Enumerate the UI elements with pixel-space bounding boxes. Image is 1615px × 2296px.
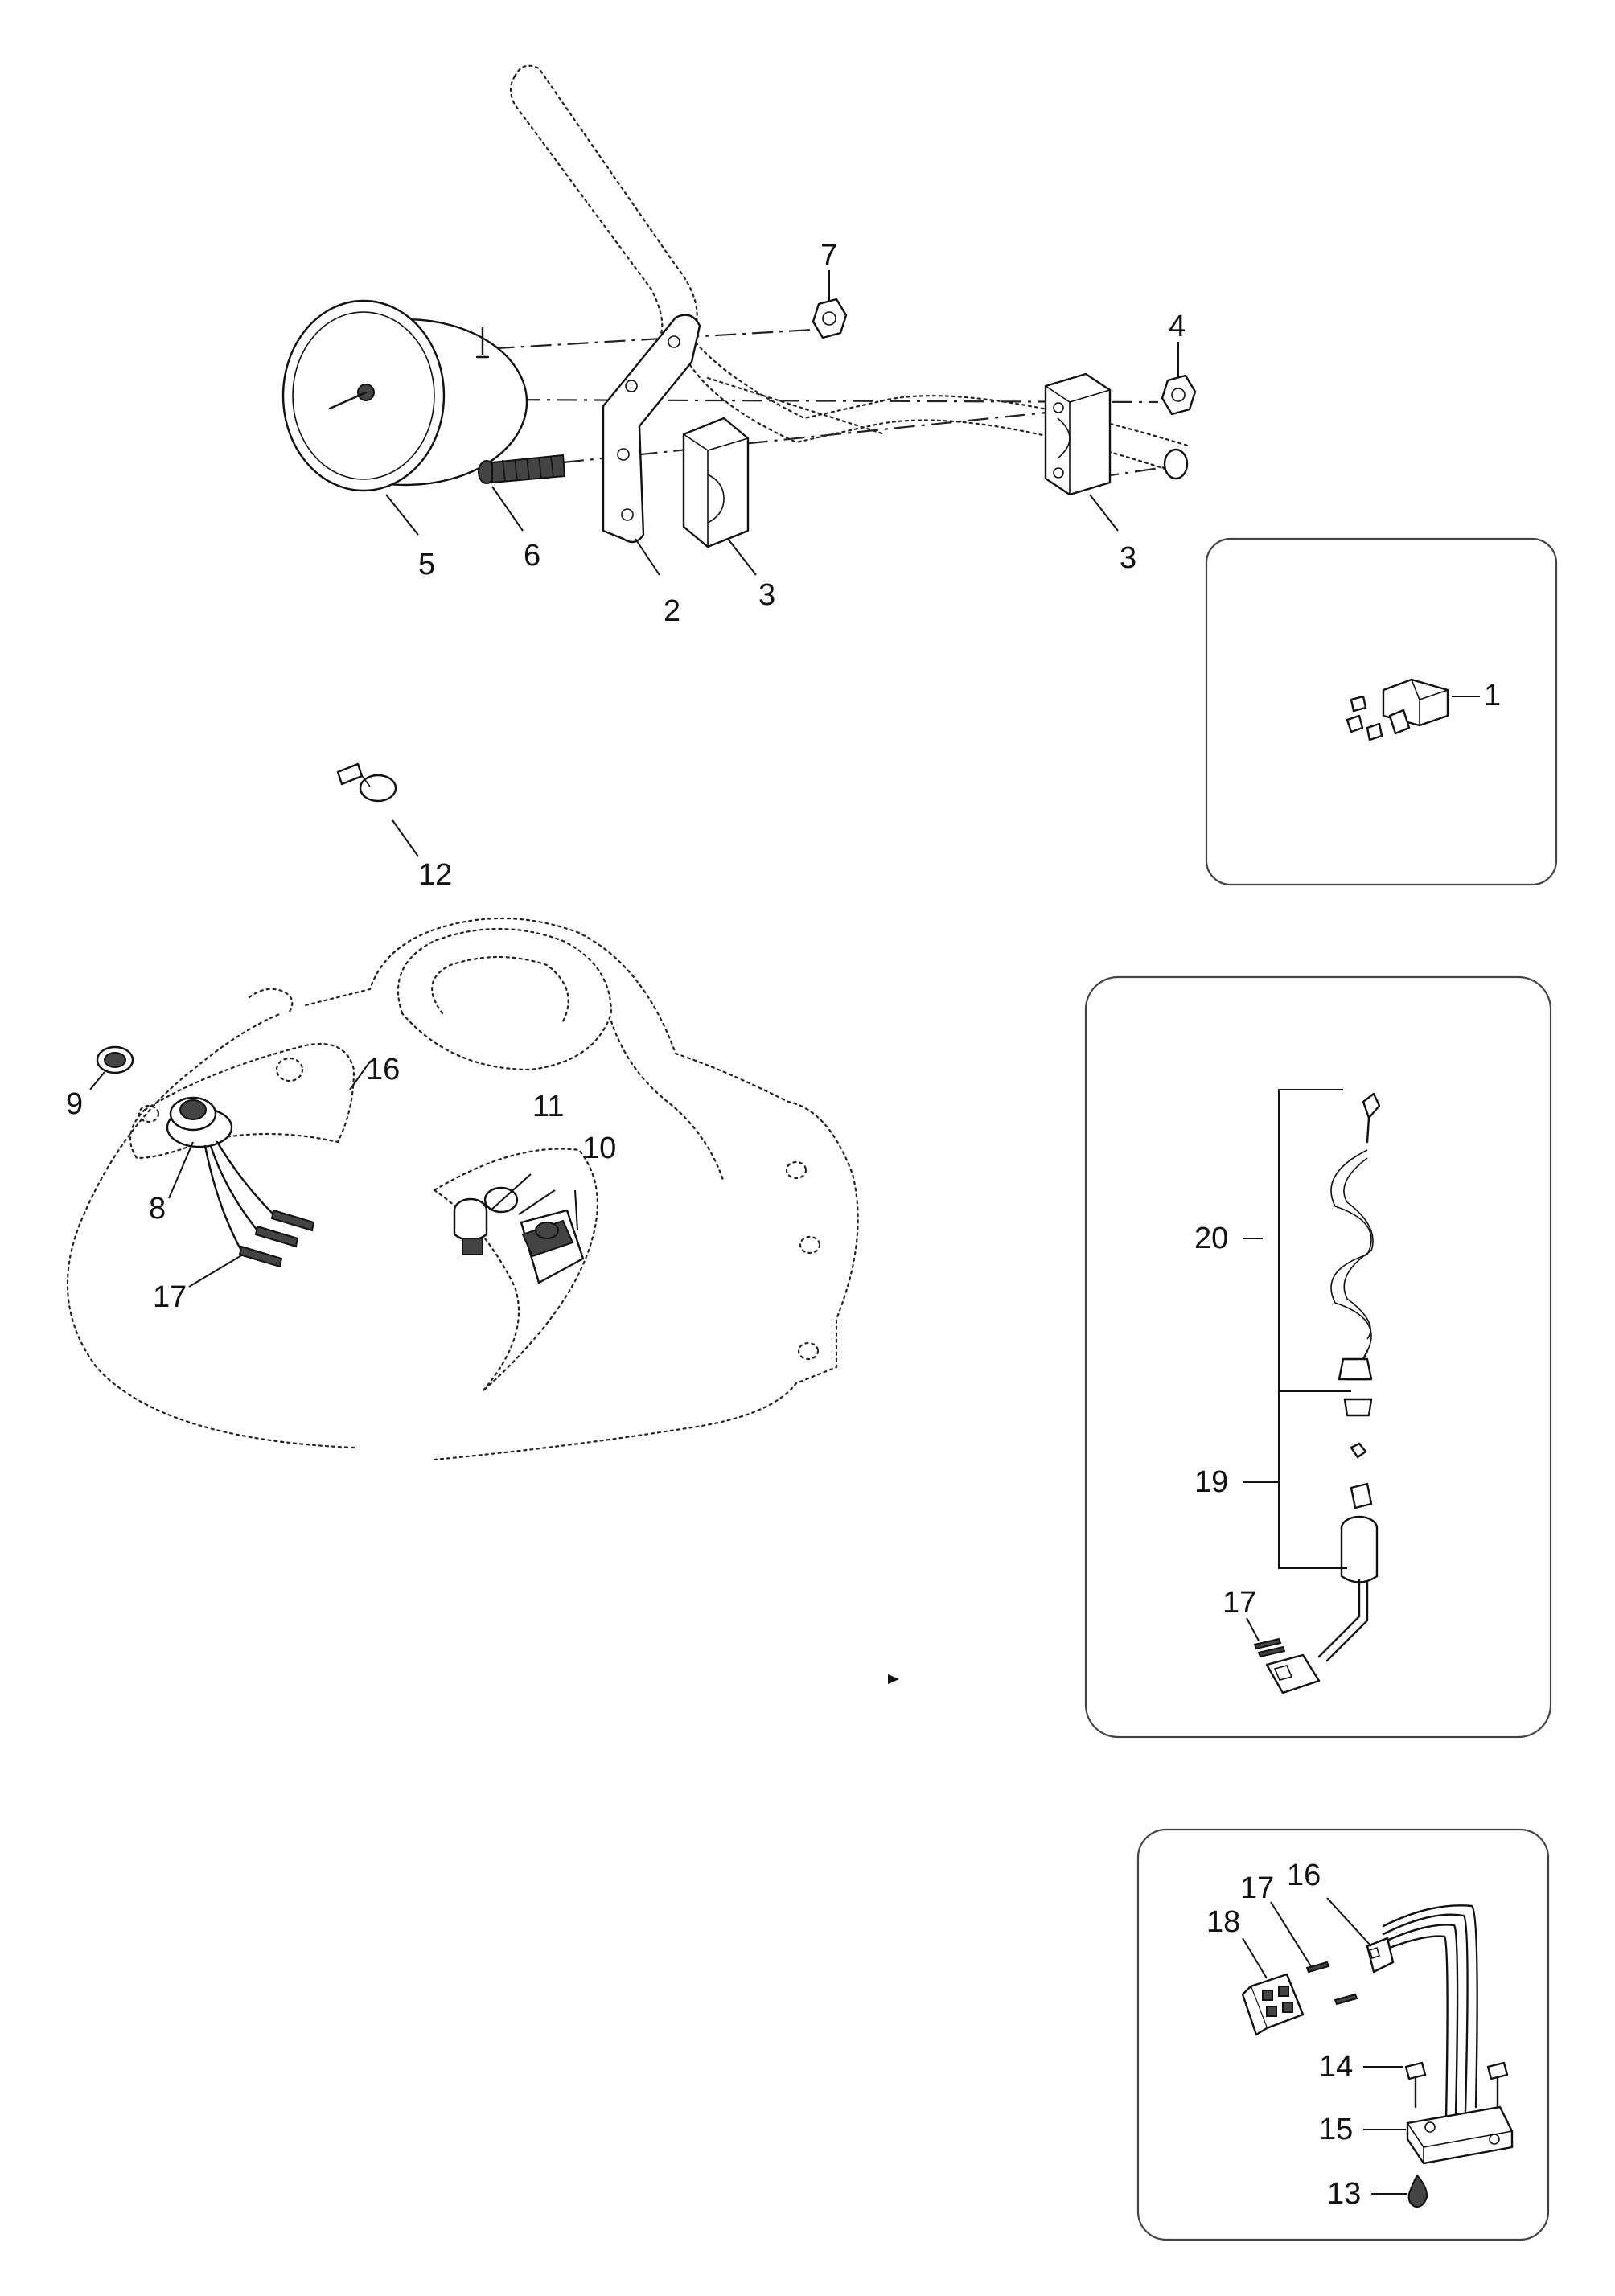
callout-9: 9 [66,1087,83,1121]
terminal-part-17-inset [1253,1637,1286,1658]
callout-20: 20 [1194,1222,1228,1255]
callout-16b: 16 [1287,1859,1321,1892]
rectifier-part-15 [1406,2105,1514,2165]
toggle-switch-part-10 [483,1186,585,1284]
callout-6: 6 [524,539,540,573]
screw-part [478,454,566,484]
leader-3b [1089,494,1119,532]
inset-box-2 [1084,975,1552,1739]
callout-4: 4 [1169,310,1186,343]
callout-3a: 3 [758,578,775,612]
arrow-marker-icon [888,1674,899,1684]
bezel-part-9 [96,1045,134,1074]
leader-17c [1270,1901,1312,1967]
leader-17b [1246,1617,1260,1641]
bracket-part [602,314,701,544]
callout-15: 15 [1319,2113,1353,2146]
callout-3b: 3 [1120,541,1136,575]
ignition-switch-part-8 [166,1096,315,1268]
callout-13: 13 [1327,2177,1361,2211]
leader-8 [168,1141,194,1199]
inset-box-1 [1205,537,1558,886]
safety-switch-part-19 [1265,1482,1379,1694]
nut-part-top [812,298,848,339]
leader-12 [392,819,419,857]
grease-drop-part-13 [1407,2174,1428,2208]
leader-18 [1242,1937,1268,1979]
callout-1: 1 [1484,679,1501,713]
leader-17a [188,1254,244,1288]
inset-box-3 [1136,1828,1550,2241]
nut-part-right [1161,374,1197,416]
harness-cables [1382,1904,1478,2121]
leader-11 [490,1173,532,1211]
callout-7: 7 [820,239,837,273]
callout-19: 19 [1194,1465,1228,1499]
leader-5 [385,494,419,536]
clamp-block-left [682,417,750,548]
terminal-part-17-inset-b [1305,1961,1358,2006]
console-housing [66,917,859,1461]
leader-16a [349,1061,371,1090]
leader-9 [89,1071,105,1090]
callout-5: 5 [418,548,435,581]
leader-10b [574,1189,578,1231]
plug-part [1338,1357,1373,1459]
callout-8: 8 [149,1192,166,1226]
lanyard-part-20 [1330,1092,1381,1381]
leader-2 [635,538,660,576]
callout-17b: 17 [1223,1586,1256,1620]
callout-16a: 16 [366,1053,400,1086]
callout-14: 14 [1319,2050,1353,2084]
callout-12: 12 [418,858,452,892]
leader-16b [1326,1897,1372,1947]
callout-10: 10 [582,1132,616,1165]
switch-part-1 [1346,678,1449,741]
connector-part-16-inset [1366,1937,1395,1974]
callout-2: 2 [664,594,680,628]
callout-17c: 17 [1240,1871,1274,1905]
callout-17a: 17 [153,1280,187,1314]
clamp-block-right [1044,372,1112,496]
bracket-19 [1278,1391,1347,1569]
bracket-20 [1278,1089,1351,1392]
leader-10a [518,1189,556,1215]
connector-part-18 [1241,1973,1305,2036]
leader-6 [491,486,524,532]
callout-11: 11 [532,1090,564,1123]
callout-18: 18 [1206,1905,1240,1939]
bulb-part [336,762,397,803]
pushbutton-part-11 [453,1197,488,1255]
leader-3a [727,538,757,576]
bolt-part-14 [1404,2061,1509,2109]
gauge-part [281,299,528,492]
